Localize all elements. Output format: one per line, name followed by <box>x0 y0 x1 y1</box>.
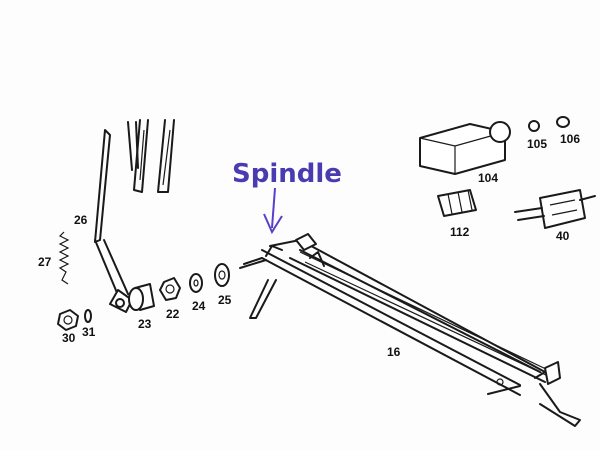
label-27: 27 <box>38 255 52 269</box>
label-106: 106 <box>560 132 580 146</box>
relay <box>419 116 570 175</box>
label-23: 23 <box>138 317 152 331</box>
nut <box>159 277 181 301</box>
spindle-annotation: Spindle <box>232 159 342 189</box>
wiper-blades <box>127 119 175 193</box>
spindle-arrow <box>263 187 283 235</box>
connector <box>437 189 477 217</box>
label-31: 31 <box>82 325 96 339</box>
label-16: 16 <box>387 345 401 359</box>
label-104: 104 <box>478 171 498 185</box>
switch <box>514 189 596 229</box>
label-105: 105 <box>527 137 547 151</box>
wiper-arm <box>94 129 133 313</box>
linkage-frame <box>239 233 581 427</box>
bushing <box>128 283 155 311</box>
label-40: 40 <box>556 229 570 243</box>
label-25: 25 <box>218 293 232 307</box>
nut-washer <box>57 309 92 331</box>
label-26: 26 <box>74 213 88 227</box>
label-112: 112 <box>450 225 470 239</box>
label-22: 22 <box>166 307 180 321</box>
spring <box>58 231 70 285</box>
label-30: 30 <box>62 331 76 345</box>
label-24: 24 <box>192 299 206 313</box>
washers <box>189 263 230 293</box>
